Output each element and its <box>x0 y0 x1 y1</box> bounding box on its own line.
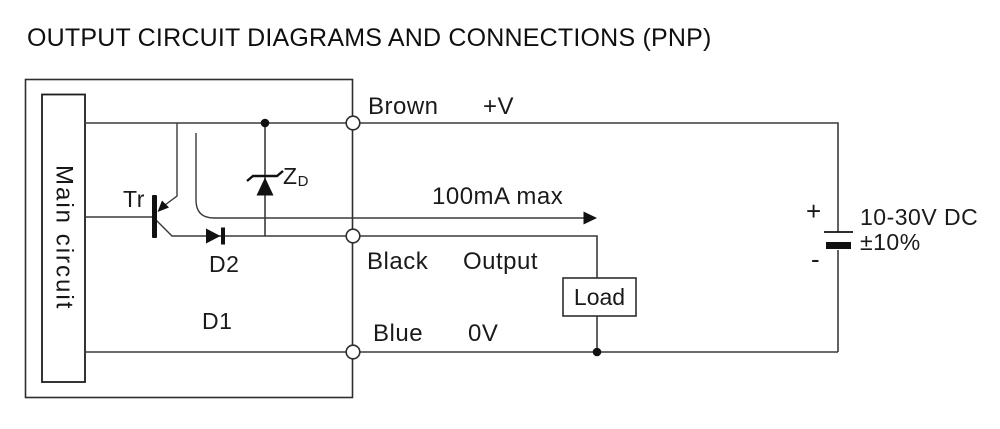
current-max-label: 100mA max <box>432 183 564 210</box>
transistor-symbol <box>152 195 169 238</box>
terminal-blue <box>345 344 361 360</box>
current-flow-arrow <box>195 133 597 225</box>
battery-plus-label: + <box>806 196 822 226</box>
junction-dot-top <box>260 118 270 128</box>
black-wire-label: Black <box>367 248 429 275</box>
transistor-label: Tr <box>123 186 145 212</box>
supply-tolerance-label: ±10% <box>860 229 921 255</box>
supply-voltage-label: 10-30V DC <box>860 204 979 230</box>
output-label: Output <box>463 248 539 275</box>
page-title: OUTPUT CIRCUIT DIAGRAMS AND CONNECTIONS … <box>27 24 712 52</box>
main-circuit-label: Main circuit <box>50 165 78 311</box>
terminal-black <box>345 228 361 244</box>
zero-v-label: 0V <box>468 320 499 347</box>
battery-symbol <box>824 231 853 249</box>
main-circuit-box <box>41 93 86 383</box>
diode-d2-label: D2 <box>209 251 240 277</box>
brown-wire-label: Brown <box>368 93 439 120</box>
brown-wire <box>85 122 839 232</box>
junction-dot-bottom <box>592 347 602 357</box>
transistor-emitter-wire <box>164 123 178 206</box>
blue-wire-label: Blue <box>373 320 424 347</box>
blue-wire <box>85 250 839 353</box>
diode-d2-symbol <box>206 227 225 245</box>
zener-diode-symbol <box>246 170 284 196</box>
load-label: Load <box>573 283 626 310</box>
plus-v-label: +V <box>483 93 515 120</box>
black-output-wire <box>353 235 598 352</box>
zener-label: ZD <box>283 163 309 190</box>
diode-d1-label: D1 <box>202 308 233 334</box>
load-box-outline <box>562 277 637 317</box>
battery-minus-label: - <box>811 244 821 274</box>
transistor-collector-wire <box>155 219 353 237</box>
terminal-brown <box>345 115 361 131</box>
